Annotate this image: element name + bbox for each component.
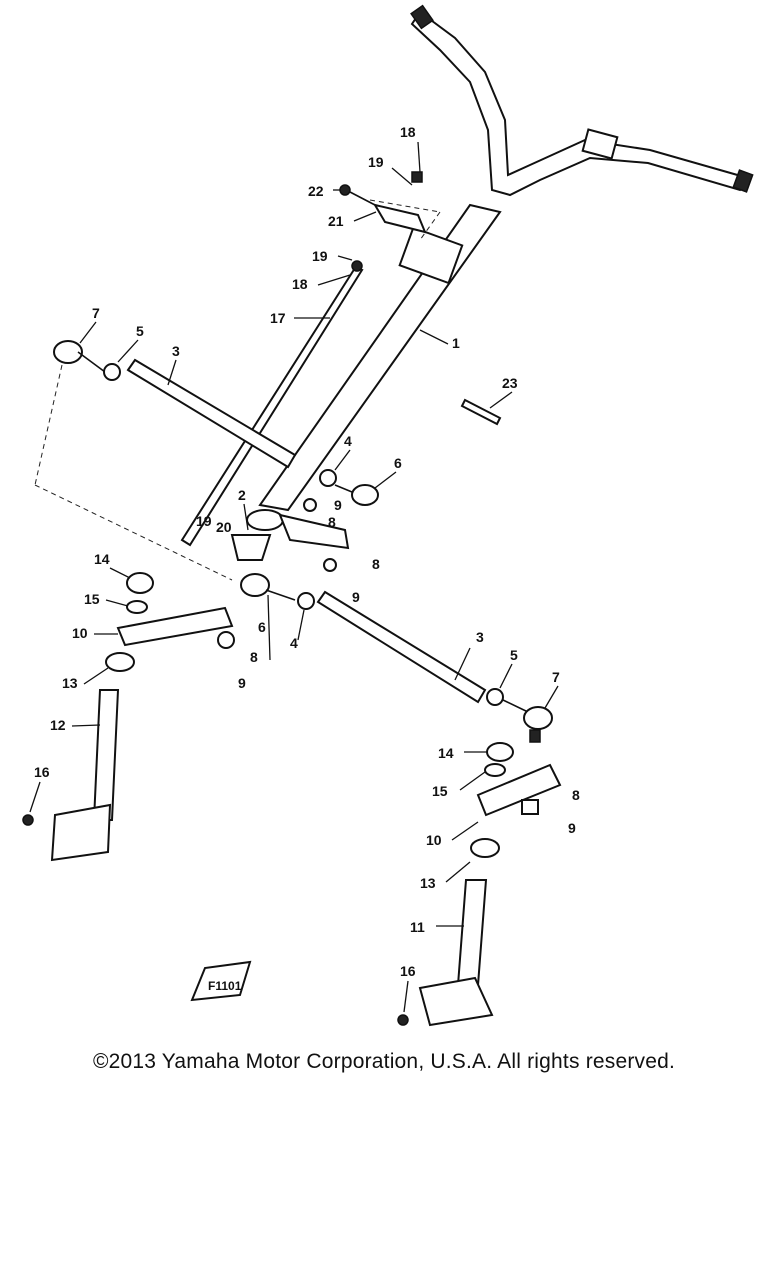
ball-joints-center [240, 469, 379, 601]
clamp-bracket [339, 171, 441, 241]
callout-label: 20 [216, 519, 232, 535]
callout-label: 12 [50, 717, 66, 733]
callout-label: 1 [452, 335, 460, 351]
callout-label: 13 [62, 675, 78, 691]
callout-label: 22 [308, 183, 324, 199]
callout-label: 3 [172, 343, 180, 359]
callout-label: 5 [136, 323, 144, 339]
callout-label: 19 [196, 513, 212, 529]
callout-label: 7 [552, 669, 560, 685]
connecting-rod [180, 260, 364, 547]
callout-label: 14 [94, 551, 110, 567]
callout-label: 19 [368, 154, 384, 170]
callout-label: 8 [328, 514, 336, 530]
callout-label: 15 [432, 783, 448, 799]
callout-label: 14 [438, 745, 454, 761]
callout-label: 17 [270, 310, 286, 326]
callout-label: 8 [572, 787, 580, 803]
callout-label: 6 [394, 455, 402, 471]
right-spindle-assembly [397, 742, 562, 1027]
callout-label: 9 [352, 589, 360, 605]
callout-label: 15 [84, 591, 100, 607]
callout-label: 13 [420, 875, 436, 891]
handlebar [410, 4, 754, 197]
reference-line [34, 484, 233, 581]
drawing-tag: F1101 [190, 960, 252, 1002]
callout-label: 9 [334, 497, 342, 513]
drawing-tag-text: F1101 [208, 979, 242, 993]
callout-label: 6 [258, 619, 266, 635]
steering-column [230, 203, 502, 561]
callout-label: 3 [476, 629, 484, 645]
callout-label: 8 [250, 649, 258, 665]
callout-label: 4 [290, 635, 298, 651]
callout-label: 7 [92, 305, 100, 321]
left-spindle-assembly [22, 572, 235, 862]
callout-label: 11 [410, 919, 425, 935]
callout-label: 18 [400, 124, 416, 140]
copyright-notice: ©2013 Yamaha Motor Corporation, U.S.A. A… [92, 1050, 676, 1073]
callout-label: 9 [238, 675, 246, 691]
callout-label: 10 [426, 832, 442, 848]
callout-label: 18 [292, 276, 308, 292]
callout-label: 5 [510, 647, 518, 663]
callout-label: 8 [372, 556, 380, 572]
reference-line [34, 364, 63, 486]
tie-rod-right [297, 590, 553, 743]
steering-parts-diagram: F1101 18 19 22 21 19 18 17 1 7 5 3 23 4 … [22, 4, 754, 1027]
callout-label: 19 [312, 248, 328, 264]
leader-lines [29, 141, 559, 1013]
bolt [460, 398, 502, 426]
callouts: 18 19 22 21 19 18 17 1 7 5 3 23 4 6 9 8 … [34, 124, 580, 979]
callout-label: 21 [328, 213, 344, 229]
callout-label: 4 [344, 433, 352, 449]
callout-label: 23 [502, 375, 518, 391]
callout-label: 9 [568, 820, 576, 836]
callout-label: 2 [238, 487, 246, 503]
tie-rod-left [53, 340, 297, 469]
callout-label: 10 [72, 625, 88, 641]
callout-label: 16 [400, 963, 416, 979]
callout-label: 16 [34, 764, 50, 780]
